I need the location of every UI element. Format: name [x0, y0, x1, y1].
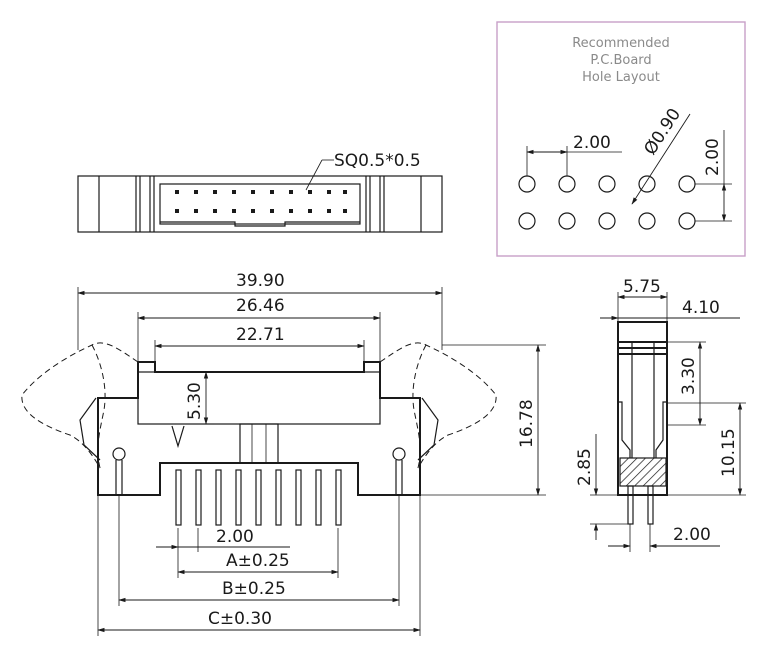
pcb-layout-title-line1: Recommended	[572, 36, 670, 51]
pin-square	[289, 190, 293, 194]
front-pin	[255, 469, 262, 526]
top-view-outline	[77, 175, 443, 233]
left-latch-outline	[21, 342, 139, 469]
pin-square	[213, 190, 217, 194]
side-pin-pitch-label: 2.00	[673, 525, 711, 545]
pin-square	[194, 190, 198, 194]
front-body-outline	[97, 361, 421, 496]
side-pin	[627, 485, 634, 525]
inner-width-label: 22.71	[236, 325, 285, 345]
top-view-pin-row-2	[175, 209, 347, 213]
front-pitch-label: 2.00	[216, 527, 254, 547]
height-label: 16.78	[517, 399, 537, 448]
pcb-hole	[638, 212, 656, 230]
pin-square	[308, 209, 312, 213]
pin-square	[289, 209, 293, 213]
front-pin	[335, 469, 342, 526]
top-view: SQ0.5*0.5	[77, 151, 443, 233]
front-pin	[175, 469, 182, 526]
pin-square	[232, 190, 236, 194]
pin-square	[251, 209, 255, 213]
pin-square	[175, 190, 179, 194]
polarization-key	[239, 423, 279, 464]
front-pin	[315, 469, 322, 526]
side-base-hatched	[619, 457, 667, 487]
pcb-hole	[638, 175, 656, 193]
pin-square	[270, 209, 274, 213]
pcb-hole-diameter-leader	[631, 113, 691, 205]
pin-square	[175, 209, 179, 213]
side-contact-left	[618, 401, 631, 458]
right-latch-arm	[417, 397, 439, 461]
front-pin	[195, 469, 202, 526]
pcb-hole	[598, 212, 616, 230]
a-dimension-label: A±0.25	[226, 551, 290, 571]
pin-square	[327, 190, 331, 194]
pcb-hole	[678, 212, 696, 230]
pcb-layout-frame	[496, 21, 746, 257]
side-pin-length-label: 2.85	[575, 448, 595, 486]
left-post-head	[112, 447, 126, 461]
pin-square	[343, 209, 347, 213]
side-view: 5.75 4.10 3.30 10.15 2.85	[575, 277, 746, 552]
pin-square	[343, 190, 347, 194]
pin-square	[251, 190, 255, 194]
pin-square	[194, 209, 198, 213]
pin-square	[308, 190, 312, 194]
pcb-layout-title-line2: P.C.Board	[590, 53, 651, 68]
pcb-hole-layout-panel: Recommended P.C.Board Hole Layout 2.00 2…	[496, 21, 746, 257]
pin-label-leader	[305, 159, 323, 191]
front-pin	[275, 469, 282, 526]
pcb-hole	[518, 175, 536, 193]
top-view-cavity	[159, 183, 361, 225]
side-width-label: 5.75	[623, 277, 661, 297]
pcb-pitch-v-label: 2.00	[703, 138, 723, 176]
body-width-label: 26.46	[236, 296, 285, 316]
overall-width-label: 39.90	[236, 271, 285, 291]
front-pin	[295, 469, 302, 526]
slot-depth-label: 5.30	[185, 382, 205, 420]
b-dimension-label: B±0.25	[222, 579, 286, 599]
front-pin	[235, 469, 242, 526]
pin-square	[213, 209, 217, 213]
pin-square	[270, 190, 274, 194]
pcb-layout-title-line3: Hole Layout	[582, 70, 660, 85]
front-body-housing	[137, 371, 381, 425]
pin-square	[232, 209, 236, 213]
pcb-hole-grid	[518, 175, 696, 230]
front-view: 39.90 26.46 22.71 5.30 16.78	[21, 271, 546, 636]
side-body-height-label: 10.15	[719, 428, 739, 477]
pcb-hole	[598, 175, 616, 193]
top-view-polarization-key	[160, 221, 360, 227]
pin1-indicator	[171, 425, 185, 449]
right-post-head	[392, 447, 406, 461]
c-dimension-label: C±0.30	[208, 609, 272, 629]
pcb-pitch-h-label: 2.00	[573, 133, 611, 153]
left-latch-arm	[79, 397, 101, 461]
side-pin	[647, 485, 654, 525]
side-top-height-label: 3.30	[679, 357, 699, 395]
front-pin	[215, 469, 222, 526]
pcb-hole	[558, 212, 576, 230]
pin-square	[327, 209, 331, 213]
pin-size-label: SQ0.5*0.5	[334, 151, 421, 171]
front-pins	[175, 469, 342, 526]
pcb-hole	[518, 212, 536, 230]
side-contact-right	[655, 401, 667, 458]
pcb-hole	[558, 175, 576, 193]
right-latch-outline	[379, 342, 497, 469]
side-body-outline	[617, 321, 668, 496]
top-view-pin-row-1	[175, 190, 347, 194]
side-right-width-label: 4.10	[682, 298, 720, 318]
pcb-hole	[678, 175, 696, 193]
